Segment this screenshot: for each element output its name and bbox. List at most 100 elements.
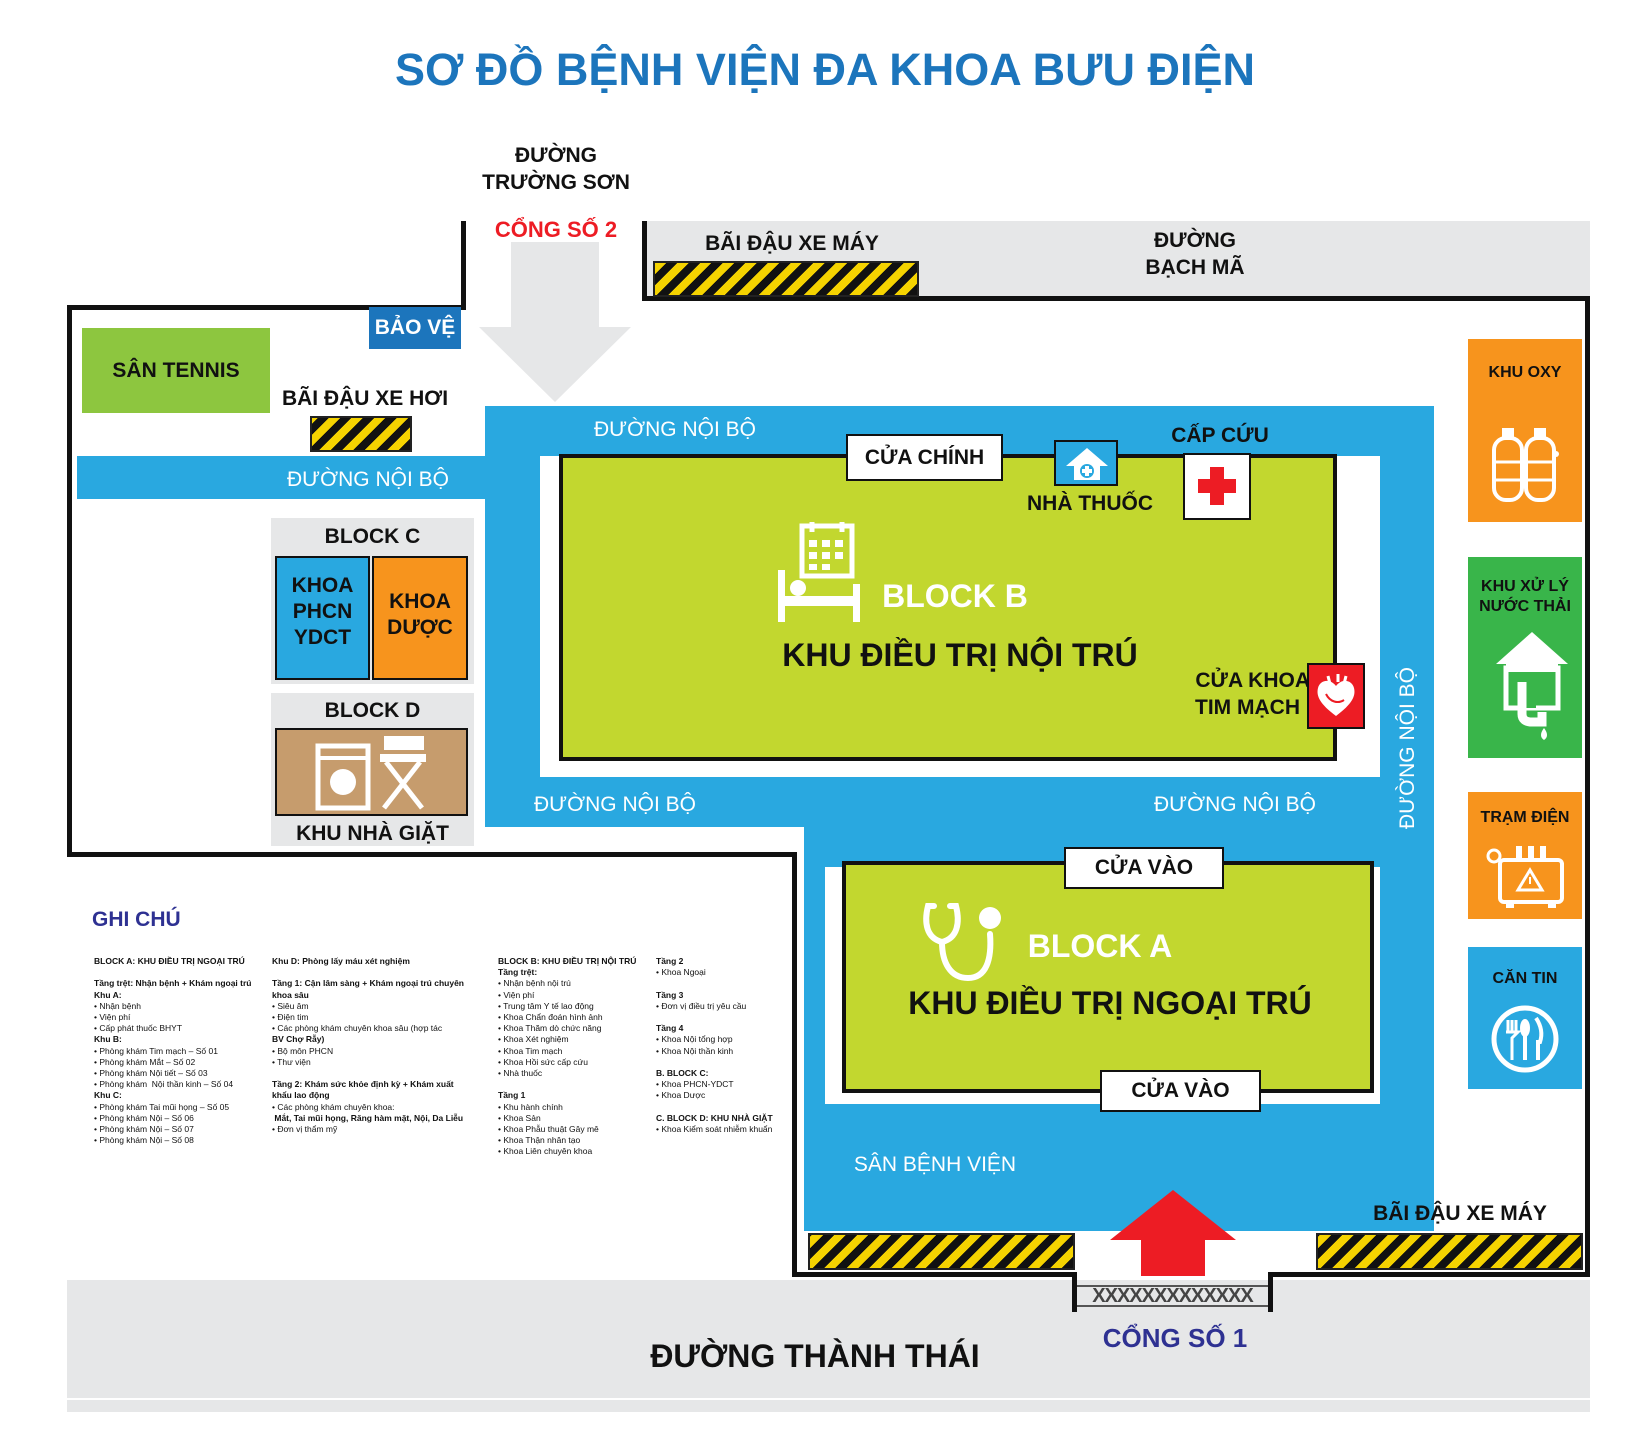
guard-post: BẢO VỆ	[369, 307, 461, 349]
legend-line: • Các phòng khám chuyên khoa:	[272, 1101, 395, 1112]
legend-line: • Khoa Kiểm soát nhiễm khuẩn	[656, 1124, 773, 1135]
legend-line: • Khoa Chẩn đoán hình ảnh	[498, 1012, 603, 1023]
legend-line: • Khoa Nội thần kinh	[656, 1045, 734, 1056]
legend-line: BV Chợ Rẫy)	[272, 1034, 325, 1045]
legend-line: • Phòng khám Nội – Số 07	[94, 1124, 194, 1135]
legend-line	[94, 967, 252, 978]
tennis-court-label: SÂN TENNIS	[112, 358, 240, 382]
legend-line	[656, 1057, 773, 1068]
legend-line: Tầng 2	[656, 956, 684, 966]
gate-1-label: CỔNG SỐ 1	[1102, 1323, 1248, 1353]
gate-1-arrow	[1110, 1190, 1236, 1276]
internal-road-west	[485, 406, 540, 826]
block-c-left-line1: KHOA	[291, 574, 354, 597]
internal-road-left	[77, 456, 487, 499]
legend-line: • Phòng khám Tim mạch – Số 01	[94, 1045, 218, 1056]
legend-line: BLOCK A: KHU ĐIỀU TRỊ NGOẠI TRÚ	[94, 956, 245, 966]
wall	[642, 221, 647, 301]
street-truong-son-line2: TRƯỜNG SƠN	[482, 171, 630, 194]
legend-line: • Nhà thuốc	[498, 1068, 543, 1079]
legend-line: Khu B:	[94, 1034, 122, 1045]
wall	[642, 296, 1590, 301]
legend-line	[656, 1012, 773, 1023]
block-c-left-line3: YDCT	[293, 626, 352, 649]
legend-line: Tầng 1: Cận lâm sàng + Khám ngoại trú ch…	[272, 978, 464, 989]
legend-line: • Khoa Tim mạch	[498, 1045, 563, 1056]
legend-column-1: BLOCK A: KHU ĐIỀU TRỊ NGOẠI TRÚ Tầng trệ…	[94, 956, 252, 1146]
legend-line	[272, 967, 464, 978]
pharmacy-house-icon	[1066, 448, 1108, 480]
street-truong-son-line1: ĐƯỜNG	[514, 144, 597, 167]
legend-line: • Phòng khám Nội thần kinh – Số 04	[94, 1079, 234, 1090]
cardio-door-label-line2: TIM MẠCH	[1195, 696, 1300, 719]
oxygen-area-label: KHU OXY	[1488, 364, 1562, 381]
legend-line: • Các phòng khám chuyên khoa sâu (hợp tá…	[272, 1023, 443, 1034]
legend-line: • Khoa Phẫu thuật Gây mê	[498, 1124, 599, 1135]
block-c-right-line2: DƯỢC	[387, 616, 453, 639]
internal-road-label: ĐƯỜNG NỘI BỘ	[534, 793, 696, 816]
street-thanh-thai: ĐƯỜNG THÀNH THÁI	[650, 1338, 980, 1374]
street-bach-ma-line1: ĐƯỜNG	[1153, 229, 1236, 252]
cardio-entrance[interactable]	[1307, 663, 1365, 729]
block-a-name: BLOCK A	[1027, 928, 1173, 964]
wall	[792, 1272, 1076, 1277]
wall	[461, 221, 466, 310]
hospital-yard	[804, 1104, 1434, 1231]
legend-line: Mắt, Tai mũi họng, Răng hàm mặt, Nội, Da…	[272, 1112, 464, 1123]
legend-line: Khu A:	[94, 989, 122, 1000]
legend-line: • Nhận bệnh	[94, 1000, 141, 1011]
block-c-phcn-ydct	[275, 556, 370, 680]
legend-line: • Đơn vị thẩm mỹ	[272, 1124, 338, 1135]
stethoscope-icon	[923, 903, 1001, 982]
guard-post-label: BẢO VỆ	[374, 316, 456, 339]
legend-line: • Phòng khám Nội – Số 08	[94, 1135, 194, 1146]
block-d-laundry	[275, 728, 468, 816]
legend-line: • Nhận bệnh nội trú	[498, 978, 571, 989]
wall	[1268, 1272, 1273, 1312]
legend-line: C. BLOCK D: KHU NHÀ GIẶT	[656, 1112, 773, 1123]
block-d-name: BLOCK D	[324, 699, 421, 722]
street-bach-ma-line2: BẠCH MÃ	[1145, 256, 1245, 279]
wall	[67, 305, 72, 857]
legend-line: • Phòng khám Mắt – Số 02	[94, 1056, 196, 1067]
legend-line	[656, 978, 773, 989]
parking-moto-top-stripes	[653, 261, 919, 297]
legend-line: • Trung tâm Y tế lao động	[498, 1000, 594, 1011]
tennis-court: SÂN TENNIS	[82, 328, 270, 413]
legend-line: • Khoa Liên chuyên khoa	[498, 1146, 593, 1157]
hospital-bed-icon	[778, 522, 860, 622]
legend-line: Tầng trệt: Nhận bệnh + Khám ngoại trú	[94, 978, 252, 989]
block-a-entrance-top: CỬA VÀO	[1064, 847, 1224, 889]
parking-car-label: BÃI ĐẬU XE HƠI	[281, 387, 449, 410]
wall	[792, 852, 797, 1277]
block-c-left-line2: PHCN	[292, 600, 353, 623]
canteen-label: CĂN TIN	[1492, 970, 1558, 987]
legend-line: • Viện phí	[498, 989, 535, 1000]
legend-line: • Khu hành chính	[498, 1101, 563, 1112]
legend-line: • Phòng khám Tai mũi họng – Số 05	[94, 1101, 230, 1112]
legend-column-2: Khu D: Phòng lấy máu xét nghiệm Tầng 1: …	[272, 956, 464, 1135]
internal-road-label: ĐƯỜNG NỘI BỘ	[594, 418, 756, 441]
wall	[1585, 296, 1590, 1277]
wall	[1072, 1272, 1077, 1312]
legend-line: • Khoa Ngoại	[656, 967, 706, 978]
pharmacy-label: NHÀ THUỐC	[1027, 492, 1153, 515]
legend-line: • Viện phí	[94, 1012, 131, 1023]
block-c-pharmacy-dept	[372, 556, 468, 680]
parking-bottom-left-stripes	[808, 1233, 1075, 1270]
legend-line: B. BLOCK C:	[656, 1068, 709, 1079]
gate-1-barrier: XXXXXXXXXXXXX	[1077, 1285, 1268, 1307]
legend-line: Khu C:	[94, 1090, 122, 1101]
block-b-desc: KHU ĐIỀU TRỊ NỘI TRÚ	[782, 637, 1138, 673]
red-cross-icon	[1198, 467, 1236, 505]
legend-line: khẩu lao động	[272, 1090, 330, 1101]
block-b-main-door: CỬA CHÍNH	[846, 434, 1003, 481]
legend-line: Tầng trệt:	[498, 967, 538, 978]
legend-line: • Khoa Nội tổng hợp	[656, 1034, 733, 1045]
block-d-desc: KHU NHÀ GIẶT	[296, 822, 449, 845]
wall	[67, 852, 797, 857]
page-title: SƠ ĐỒ BỆNH VIỆN ĐA KHOA BƯU ĐIỆN	[395, 44, 1255, 95]
water-treatment-icon	[1496, 632, 1568, 740]
wastewater-label-line1: KHU XỬ LÝ	[1481, 578, 1569, 595]
